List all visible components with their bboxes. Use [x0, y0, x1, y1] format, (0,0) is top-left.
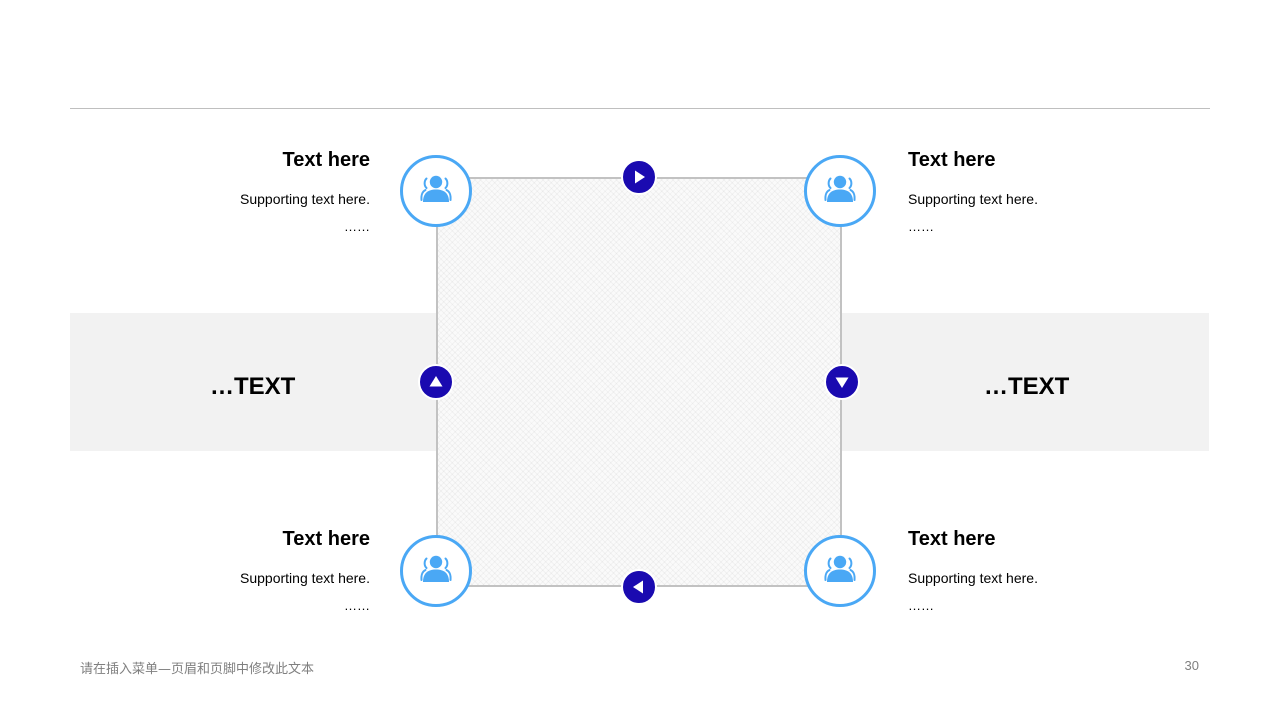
bottom-left-supporting-text: Supporting text here. — [240, 570, 370, 586]
arrow-left-icon — [630, 578, 648, 596]
people-icon — [418, 553, 454, 589]
arrow-right-icon — [630, 168, 648, 186]
arrow-left-side — [418, 364, 454, 400]
people-icon — [418, 173, 454, 209]
top-left-supporting-text: Supporting text here. — [240, 191, 370, 207]
people-icon — [822, 553, 858, 589]
people-icon — [822, 173, 858, 209]
top-right-ellipsis: …… — [908, 219, 934, 234]
node-bottom-right — [804, 535, 876, 607]
cycle-frame — [436, 177, 842, 587]
top-divider — [70, 108, 1210, 109]
arrow-right-side — [824, 364, 860, 400]
bottom-left-ellipsis: …… — [344, 598, 370, 613]
footer-text: 请在插入菜单—页眉和页脚中修改此文本 — [80, 662, 315, 677]
top-left-ellipsis: …… — [344, 219, 370, 234]
bottom-right-title: Text here — [908, 528, 996, 550]
bottom-right-supporting-text: Supporting text here. — [908, 570, 1038, 586]
node-bottom-left — [400, 535, 472, 607]
top-left-title: Text here — [282, 149, 370, 171]
arrow-up-icon — [427, 373, 445, 391]
node-top-left — [400, 155, 472, 227]
arrow-bottom — [621, 569, 657, 605]
band-right-text: …TEXT — [984, 373, 1070, 400]
bottom-right-ellipsis: …… — [908, 598, 934, 613]
top-right-title: Text here — [908, 149, 996, 171]
arrow-top — [621, 159, 657, 195]
node-top-right — [804, 155, 876, 227]
band-left-text: …TEXT — [210, 373, 296, 400]
bottom-left-title: Text here — [282, 528, 370, 550]
page-number: 30 — [1184, 658, 1199, 673]
top-right-supporting-text: Supporting text here. — [908, 191, 1038, 207]
arrow-down-icon — [833, 373, 851, 391]
